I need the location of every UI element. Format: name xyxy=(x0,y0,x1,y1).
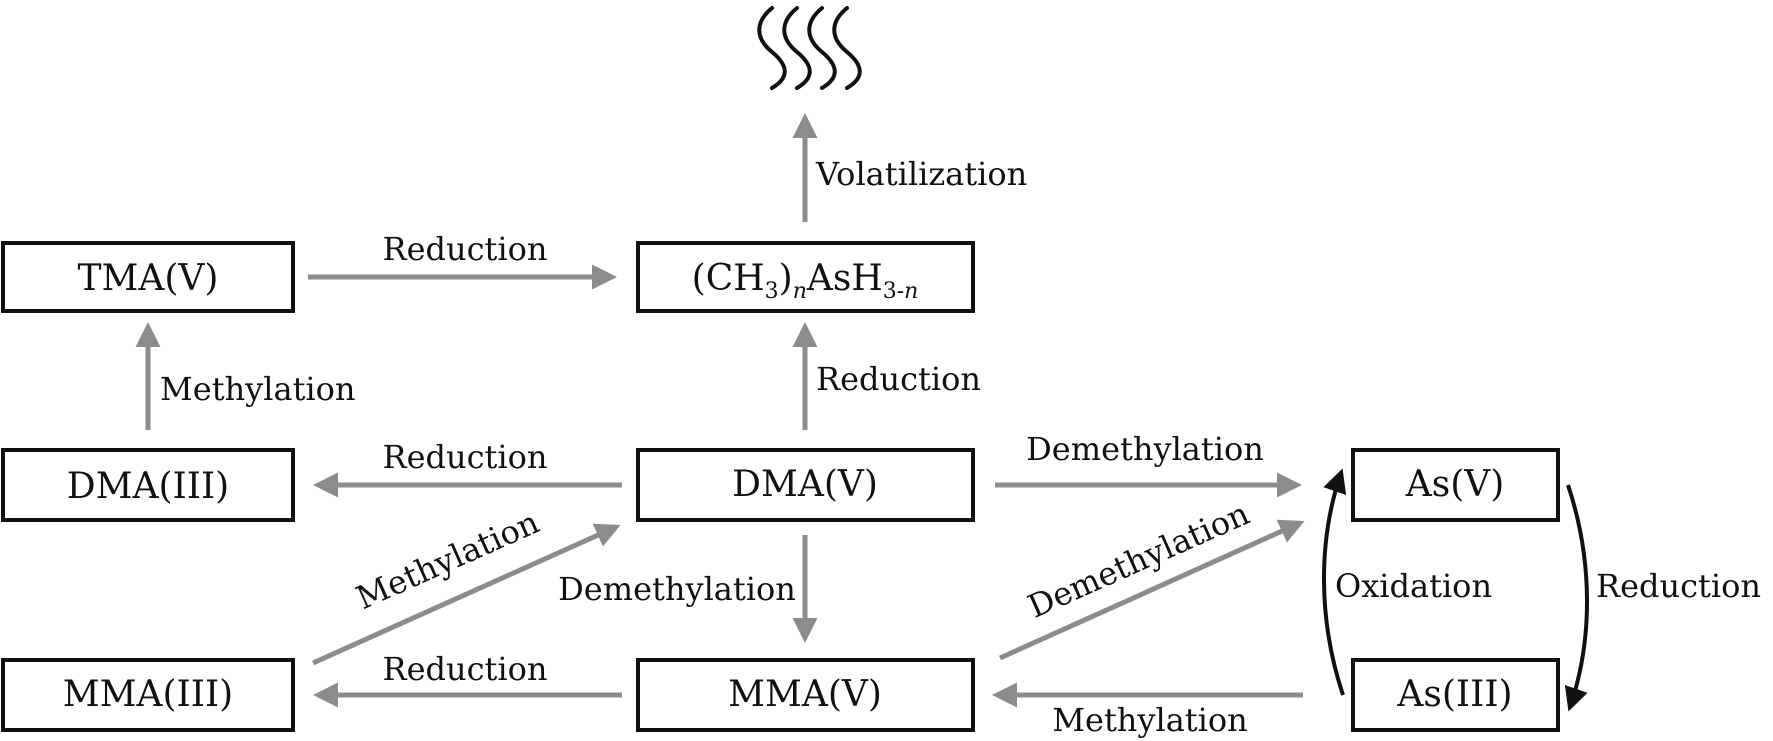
box-mma-iii-label: MMA(III) xyxy=(63,674,233,715)
box-trimethylarsine: (CH3)nAsH3-n xyxy=(636,241,975,313)
box-tma-v-label: TMA(V) xyxy=(78,258,219,299)
box-as-v: As(V) xyxy=(1351,448,1560,522)
arrow-as-reduction xyxy=(1564,484,1589,712)
box-dma-v-label: DMA(V) xyxy=(732,464,878,505)
wavy-lines-icon xyxy=(757,6,862,90)
box-as-iii: As(III) xyxy=(1351,658,1560,732)
label-mma-reduction: Reduction xyxy=(382,650,547,688)
box-dma-iii-label: DMA(III) xyxy=(67,466,229,507)
box-as-iii-label: As(III) xyxy=(1396,674,1512,715)
label-dma-demethylation-right: Demethylation xyxy=(1026,430,1264,468)
box-trimethylarsine-label: (CH3)nAsH3-n xyxy=(692,258,919,304)
box-dma-iii: DMA(III) xyxy=(1,448,295,522)
label-dma-demethylation-down: Demethylation xyxy=(558,570,796,608)
label-tma-reduction: Reduction xyxy=(382,230,547,268)
box-mma-v: MMA(V) xyxy=(636,658,975,732)
label-as-reduction: Reduction xyxy=(1596,567,1761,605)
box-mma-iii: MMA(III) xyxy=(1,658,295,732)
arrow-mma-iii-methylation xyxy=(311,523,621,666)
box-tma-v: TMA(V) xyxy=(1,241,295,313)
box-as-v-label: As(V) xyxy=(1405,464,1505,505)
box-dma-v: DMA(V) xyxy=(636,448,975,522)
label-volatilization: Volatilization xyxy=(815,155,1027,193)
label-methylation-dma-tma: Methylation xyxy=(160,370,356,408)
box-mma-v-label: MMA(V) xyxy=(728,674,882,715)
label-dma-reduction-left: Reduction xyxy=(382,438,547,476)
label-oxidation: Oxidation xyxy=(1335,567,1492,605)
arrow-mma-v-demethylation xyxy=(998,519,1305,661)
arrow-oxidation xyxy=(1322,468,1347,696)
label-dma-reduction-up: Reduction xyxy=(816,360,981,398)
label-as-methylation: Methylation xyxy=(1052,701,1248,739)
